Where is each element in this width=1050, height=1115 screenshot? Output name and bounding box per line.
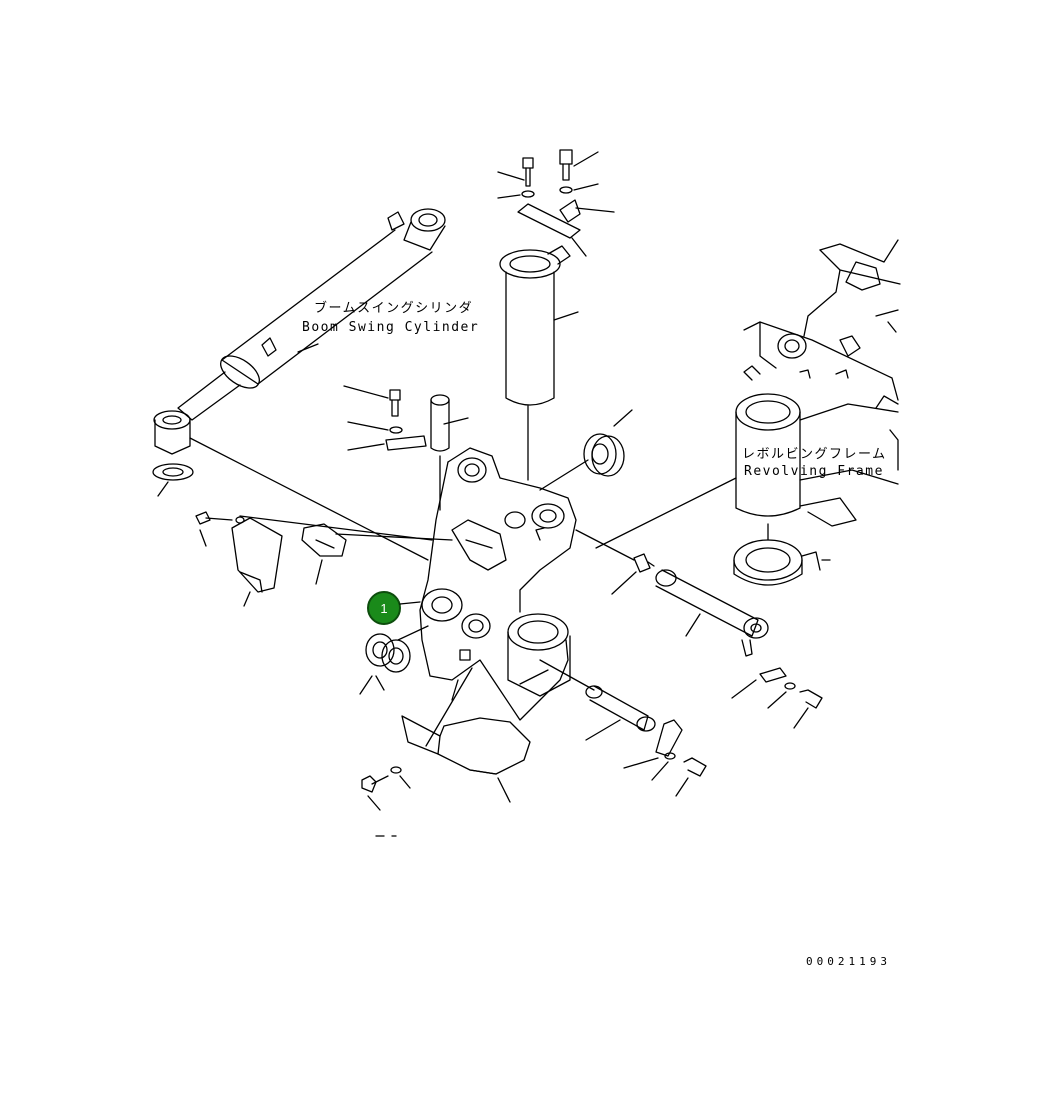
callout-marker[interactable] <box>367 591 401 625</box>
callout-1[interactable]: 1 <box>367 591 421 625</box>
revolving-frame <box>595 239 901 586</box>
lower-pin-assembly <box>539 659 707 797</box>
right-pin-assembly <box>575 529 823 729</box>
document-number: 00021193 <box>806 955 891 968</box>
callout-leader <box>399 601 421 605</box>
cylinder-label-leader <box>297 343 319 353</box>
top-pin-assembly <box>497 149 615 481</box>
callout-number: 1 <box>380 601 387 616</box>
revolving-frame-label-en: Revolving Frame <box>744 464 884 479</box>
bottom-cover <box>361 667 531 811</box>
boom-swing-cylinder <box>152 208 446 497</box>
left-guard <box>189 437 453 607</box>
small-bolt-parts <box>343 385 469 511</box>
revolving-frame-label-jp: レボルビングフレーム <box>742 447 887 462</box>
boom-swing-cylinder-label-en: Boom Swing Cylinder <box>302 320 479 335</box>
labels: ブームスイングシリンダ Boom Swing Cylinder レボルビングフレ… <box>302 300 891 968</box>
swing-bracket <box>419 447 577 721</box>
boom-swing-cylinder-label-jp: ブームスイングシリンダ <box>314 300 473 316</box>
left-washers <box>359 625 429 695</box>
right-spacers <box>539 409 633 491</box>
